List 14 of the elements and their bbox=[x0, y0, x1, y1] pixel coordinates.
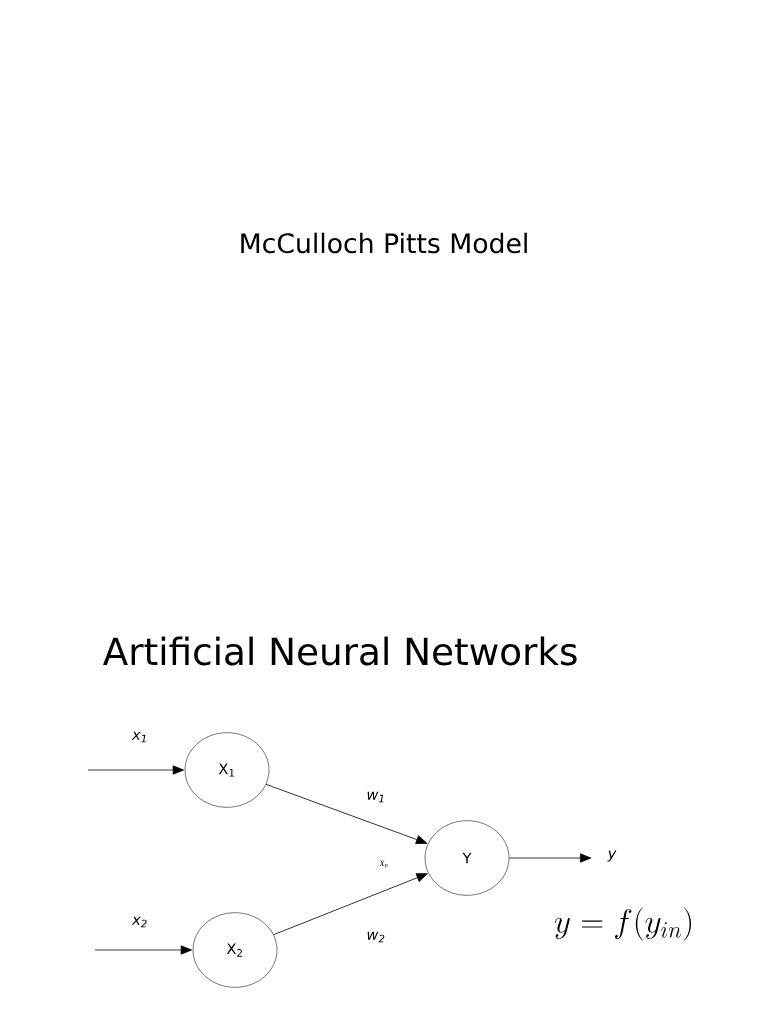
edge-label: x$_{2}$ bbox=[130, 915, 150, 929]
edge-label: w$_{2}$ bbox=[365, 930, 387, 944]
arrow bbox=[94, 945, 193, 955]
arrow bbox=[508, 853, 592, 863]
heading: Artificial Neural Networks bbox=[103, 636, 577, 666]
arrow bbox=[87, 765, 185, 775]
arrow bbox=[273, 873, 428, 936]
edge-label: x$_{1}$ bbox=[130, 730, 150, 744]
arrow bbox=[265, 783, 428, 844]
edge-label: w$_{1}$ bbox=[365, 790, 387, 804]
edge-label: y bbox=[606, 849, 618, 863]
formula: $y=f(y_{in})$ bbox=[554, 907, 691, 941]
input-label: X$_{n}$ bbox=[379, 860, 388, 868]
slide-title: McCulloch Pitts Model bbox=[241, 232, 527, 254]
